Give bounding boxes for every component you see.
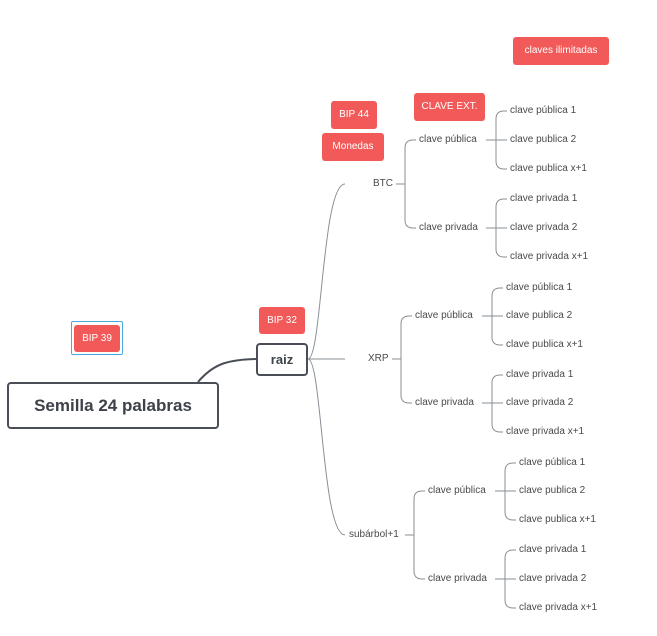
connector-xrp-pub xyxy=(482,287,503,346)
connector-xrp-split xyxy=(392,315,412,404)
xrp-publica-item[interactable]: clave publica 2 xyxy=(506,310,573,321)
sub-publica-label[interactable]: clave pública xyxy=(428,485,486,496)
xrp-privada-item[interactable]: clave privada 1 xyxy=(506,369,574,380)
btc-publica-item[interactable]: clave publica x+1 xyxy=(510,163,587,174)
tag-monedas[interactable]: Monedas xyxy=(322,133,384,161)
tag-claves-ilimitadas[interactable]: claves ilimitadas xyxy=(513,37,609,65)
btc-privada-item[interactable]: clave privada 2 xyxy=(510,222,578,233)
connector-sub-pub xyxy=(495,462,516,521)
sub-publica-item[interactable]: clave publica x+1 xyxy=(519,514,596,525)
xrp-publica-item[interactable]: clave pública 1 xyxy=(506,282,573,293)
btc-publica-item[interactable]: clave pública 1 xyxy=(510,105,577,116)
connector-btc-pub xyxy=(486,110,507,170)
xrp-publica-item[interactable]: clave publica x+1 xyxy=(506,339,583,350)
branch-label-subarbol[interactable]: subárbol+1 xyxy=(349,529,399,540)
tag-bip39[interactable]: BIP 39 xyxy=(74,325,120,352)
root-node[interactable]: Semilla 24 palabras xyxy=(7,382,219,429)
xrp-privada-label[interactable]: clave privada xyxy=(415,397,474,408)
sub-privada-item[interactable]: clave privada 2 xyxy=(519,573,587,584)
sub-privada-item[interactable]: clave privada 1 xyxy=(519,544,587,555)
connector-raiz-sub xyxy=(307,358,346,536)
raiz-node[interactable]: raiz xyxy=(256,343,308,376)
connector-sub-split xyxy=(405,490,425,580)
btc-privada-item[interactable]: clave privada x+1 xyxy=(510,251,589,262)
branch-label-xrp[interactable]: XRP xyxy=(368,353,389,364)
btc-privada-label[interactable]: clave privada xyxy=(419,222,478,233)
bip39-selection-frame[interactable] xyxy=(71,321,123,355)
connector-btc-split xyxy=(396,139,416,229)
connector-raiz-btc xyxy=(307,183,346,360)
connector-btc-priv xyxy=(486,198,507,258)
sub-publica-item[interactable]: clave pública 1 xyxy=(519,457,586,468)
connector-xrp-priv xyxy=(482,374,503,433)
sub-publica-item[interactable]: clave publica 2 xyxy=(519,485,586,496)
tag-bip44[interactable]: BIP 44 xyxy=(331,101,377,129)
tag-clave-ext[interactable]: CLAVE EXT. xyxy=(414,93,485,121)
branch-label-btc[interactable]: BTC xyxy=(373,178,393,189)
sub-privada-label[interactable]: clave privada xyxy=(428,573,487,584)
btc-publica-label[interactable]: clave pública xyxy=(419,134,477,145)
tag-bip32[interactable]: BIP 32 xyxy=(259,307,305,334)
connector-root-raiz xyxy=(197,358,257,383)
xrp-publica-label[interactable]: clave pública xyxy=(415,310,473,321)
sub-privada-item[interactable]: clave privada x+1 xyxy=(519,602,598,613)
xrp-privada-item[interactable]: clave privada 2 xyxy=(506,397,574,408)
xrp-privada-item[interactable]: clave privada x+1 xyxy=(506,426,585,437)
btc-publica-item[interactable]: clave publica 2 xyxy=(510,134,577,145)
btc-privada-item[interactable]: clave privada 1 xyxy=(510,193,578,204)
connector-sub-priv xyxy=(495,549,516,609)
